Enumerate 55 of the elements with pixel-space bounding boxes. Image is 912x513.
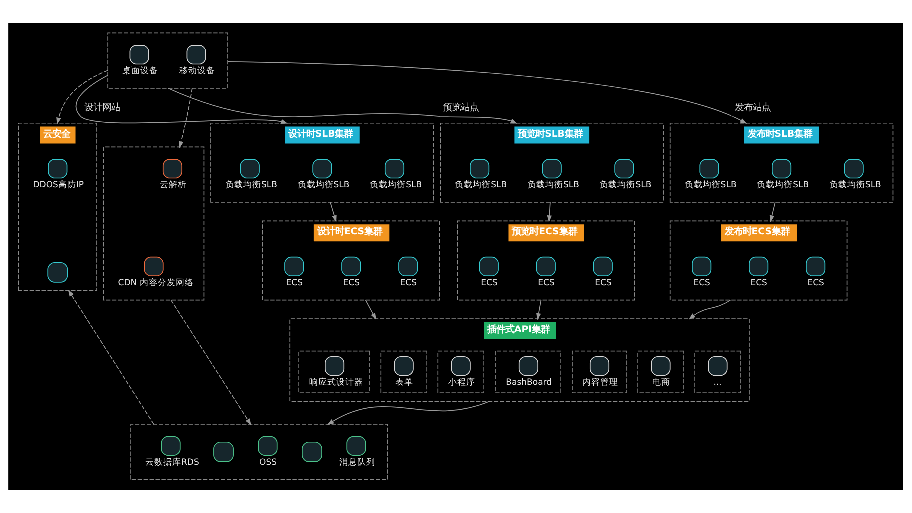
node-label: 负载均衡SLB: [370, 180, 422, 191]
node-box: ...: [694, 350, 742, 394]
node-label: 负载均衡SLB: [600, 180, 652, 191]
arrow: [536, 300, 542, 320]
arrow: [547, 202, 552, 222]
arrow: [170, 300, 252, 426]
node-label: DDOS高防IP: [33, 180, 84, 191]
arrow: [327, 401, 490, 426]
node-label: ECS: [595, 278, 612, 288]
node-label: ECS: [808, 278, 824, 288]
arrow: [770, 202, 776, 222]
arrow: [178, 88, 193, 148]
node-box: 内容管理: [572, 350, 628, 394]
node-label: ECS: [750, 278, 768, 288]
node-label: 负载均衡SLB: [225, 180, 278, 191]
node-box: BashBoard: [495, 350, 562, 394]
node-label: 云解析: [160, 180, 187, 191]
edge-label: 发布站点: [735, 102, 772, 114]
arrow: [168, 88, 518, 124]
node-box: 表单: [380, 350, 428, 394]
node-label: ECS: [286, 278, 303, 288]
node-label: ECS: [400, 278, 417, 288]
node-label: OSS: [260, 458, 277, 468]
arrow: [330, 202, 337, 222]
node-label: 消息队列: [339, 458, 376, 468]
edge-label: 设计网站: [84, 102, 120, 114]
arrow: [68, 290, 154, 425]
arrow: [688, 300, 732, 320]
node-label: 负载均衡SLB: [527, 180, 580, 191]
node-box: 电商: [638, 350, 684, 394]
edge-label: 预览站点: [443, 102, 480, 114]
node-label: ECS: [694, 278, 710, 288]
node-label: ECS: [481, 278, 498, 288]
node-box: 小程序: [438, 350, 484, 394]
node-box: [302, 442, 322, 462]
node-label: 负载均衡SLB: [757, 180, 810, 191]
node-label: 移动设备: [180, 66, 216, 77]
arrow: [228, 61, 748, 124]
arrow: [76, 75, 288, 124]
node-box: 响应式设计器: [298, 350, 370, 394]
node-label: 桌面设备: [122, 66, 159, 77]
node-label: 负载均衡SLB: [684, 180, 737, 191]
cluster: [130, 424, 388, 480]
node-label: 负载均衡SLB: [298, 180, 350, 191]
node-label: CDN 内容分发网络: [118, 278, 194, 288]
arrow: [56, 70, 109, 125]
node-label: ECS: [343, 278, 360, 288]
node-label: ECS: [538, 278, 555, 288]
node-label: 云数据库RDS: [146, 458, 200, 468]
node-label: 负载均衡SLB: [455, 180, 508, 191]
arrow: [365, 300, 377, 320]
cluster: [103, 146, 205, 301]
node-box: [214, 442, 234, 462]
node-label: 负载均衡SLB: [829, 180, 882, 191]
node-box: [48, 262, 68, 283]
